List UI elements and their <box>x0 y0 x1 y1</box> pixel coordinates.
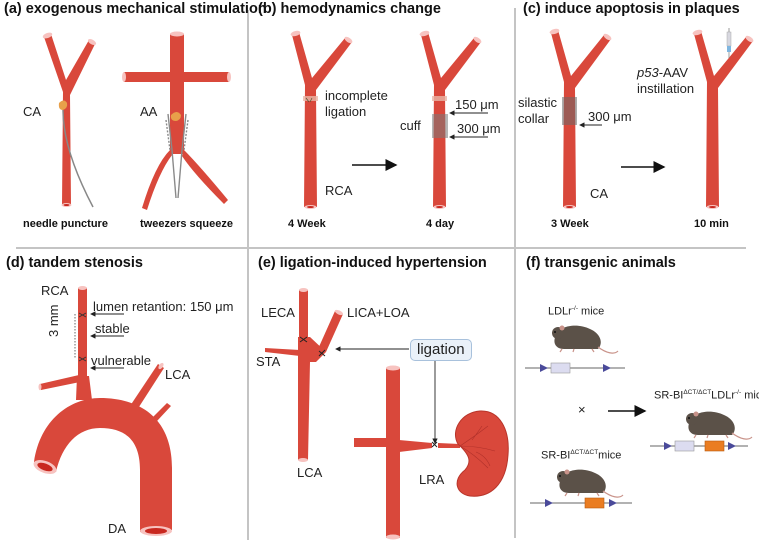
ca-vessel-instillation <box>692 29 754 209</box>
rca-label: RCA <box>325 183 353 198</box>
cross-symbol: × <box>578 402 586 417</box>
gene-construct-srbi <box>530 497 632 509</box>
ligation-callout: ligation <box>410 339 472 361</box>
instillation-label: instillation <box>637 81 695 96</box>
mouse-icon <box>557 469 624 498</box>
offspring-ldlr-sup: -/- <box>735 389 742 396</box>
rca-vessel-before <box>290 30 353 209</box>
leca-label: LECA <box>261 305 295 320</box>
mouse-icon <box>552 325 619 354</box>
aa-label: AA <box>140 104 158 119</box>
offspring-srbi-sup: ΔCT/ΔCT <box>683 389 712 396</box>
rca-label-d: RCA <box>41 283 69 298</box>
ligation-ties <box>299 336 326 357</box>
srbi-suffix: mice <box>598 449 622 462</box>
vertical-divider-left <box>247 10 249 540</box>
3-week-caption: 3 Week <box>551 218 589 230</box>
10-min-caption: 10 min <box>694 218 729 230</box>
4-day-caption: 4 day <box>426 218 455 230</box>
distance-3mm-label: 3 mm <box>46 304 61 338</box>
horizontal-divider <box>16 247 746 249</box>
ca-label-c: CA <box>590 186 609 201</box>
srbi-name: SR-BI <box>541 449 571 462</box>
measure-300um: 300 μm <box>457 121 501 136</box>
offspring-mice-label: SR-BIΔCT/ΔCTLDLr-/- mice <box>654 389 759 402</box>
sta-label: STA <box>256 354 281 369</box>
needle-puncture-caption: needle puncture <box>23 218 108 230</box>
panel-a-artwork <box>42 31 231 210</box>
kidney-icon <box>455 410 509 497</box>
gene-construct-ldlr <box>525 362 625 374</box>
carotid-ligation-vessel <box>265 288 344 462</box>
renal-artery-vessel <box>354 365 460 540</box>
incomplete-ligation-label-line2: ligation <box>325 104 367 119</box>
lra-label: LRA <box>419 472 445 487</box>
collar-measure-300um: 300 μm <box>588 109 632 124</box>
syringe-icon <box>726 28 732 58</box>
panel-c-artwork <box>549 28 754 209</box>
ldlr-sup: -/- <box>571 305 578 312</box>
gene-construct-offspring <box>650 440 748 452</box>
lumen-retention-label: lumen retantion: 150 μm <box>93 299 234 314</box>
ldlr-suffix: mice <box>577 305 605 318</box>
ldlr-mice-label: LDLr-/- mice <box>548 305 604 318</box>
vulnerable-label: vulnerable <box>91 353 151 368</box>
rca-vessel-after <box>419 30 482 209</box>
ldlr-name: LDLr <box>548 305 572 318</box>
lica-loa-label: LICA+LOA <box>347 305 410 320</box>
panel-a-title: (a) exogenous mechanical stimulation <box>4 1 267 17</box>
offspring-suffix: mice <box>744 389 759 402</box>
abdominal-aorta-vessel <box>122 31 231 210</box>
4-week-caption: 4 Week <box>288 218 326 230</box>
lca-label-e: LCA <box>297 465 323 480</box>
p53-aav-label: p53-AAV <box>637 65 688 80</box>
panel-f-title: (f) transgenic animals <box>526 255 676 271</box>
panel-b-artwork <box>290 30 488 209</box>
cuff-icon <box>432 114 448 138</box>
incomplete-ligation-label-line1: incomplete <box>325 88 388 103</box>
panel-e-artwork <box>265 288 509 540</box>
silastic-collar-label-line2: collar <box>518 111 550 126</box>
tweezers-squeeze-caption: tweezers squeeze <box>140 218 233 230</box>
kidney-vessels <box>459 425 496 469</box>
panel-d-artwork <box>33 286 172 536</box>
lca-label-d: LCA <box>165 367 191 382</box>
panel-c-title: (c) induce apoptosis in plaques <box>523 1 740 17</box>
mouse-icon <box>686 411 753 440</box>
aav-suffix: -AAV <box>658 65 689 80</box>
panel-b-title: (b) hemodynamics change <box>258 1 441 17</box>
panel-d-title: (d) tandem stenosis <box>6 255 143 271</box>
stable-label: stable <box>95 321 130 336</box>
ca-vessel-collar <box>549 28 612 209</box>
needle-icon <box>62 109 94 208</box>
plaque-icon <box>58 100 68 110</box>
measure-150um: 150 μm <box>455 97 499 112</box>
aortic-arch-vessel <box>33 286 172 536</box>
cuff-label: cuff <box>400 118 421 133</box>
ca-label: CA <box>23 104 42 119</box>
silastic-collar-label-line1: silastic <box>518 95 558 110</box>
da-label: DA <box>108 521 127 536</box>
srbi-mice-label: SR-BIΔCT/ΔCTmice <box>541 449 621 462</box>
p53-gene-name: p53 <box>637 65 659 80</box>
tweezers-icon <box>165 113 189 199</box>
vertical-divider-right <box>514 8 516 538</box>
panel-e-title: (e) ligation-induced hypertension <box>258 255 487 271</box>
silastic-collar-icon <box>562 97 577 125</box>
carotid-artery-vessel <box>42 32 97 207</box>
stenosis-ties <box>78 312 87 362</box>
srbi-sup: ΔCT/ΔCT <box>570 449 599 456</box>
plaque-icon <box>170 112 181 121</box>
offspring-srbi-name: SR-BI <box>654 389 684 402</box>
offspring-ldlr-name: LDLr <box>711 389 736 402</box>
